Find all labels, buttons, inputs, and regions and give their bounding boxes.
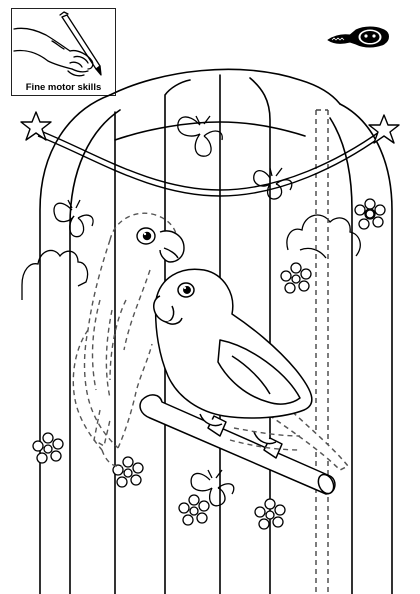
flower-left [32,432,64,464]
bush-right [286,214,361,259]
parrot-left-tail-trace [229,427,301,451]
bush-left [21,249,89,300]
hand-with-pencil-icon [13,11,102,77]
parrot-left-head [136,227,185,263]
flower-cage-right [280,262,312,294]
flower-right-top [354,198,386,230]
crocodile-logo-icon [327,26,389,48]
activity-badge-label: Fine motor skills [25,82,102,93]
activity-badge: Fine motor skills [11,8,116,96]
star-right [368,114,400,144]
trace-bar-right [315,109,329,594]
butterfly-garland [253,167,293,200]
butterfly-top [177,115,223,157]
garland [37,129,383,197]
parrot-left-wing-trace [91,299,113,448]
flower-bottom-right [254,498,286,530]
birdcage [39,68,393,594]
star-left [20,111,52,141]
parrot-right [153,268,349,471]
flower-bottom-left [112,456,144,488]
butterfly-bottom [190,469,235,507]
flower-bottom-center [178,494,210,526]
parrot-left-trace [72,212,178,468]
butterfly-left [53,199,94,238]
